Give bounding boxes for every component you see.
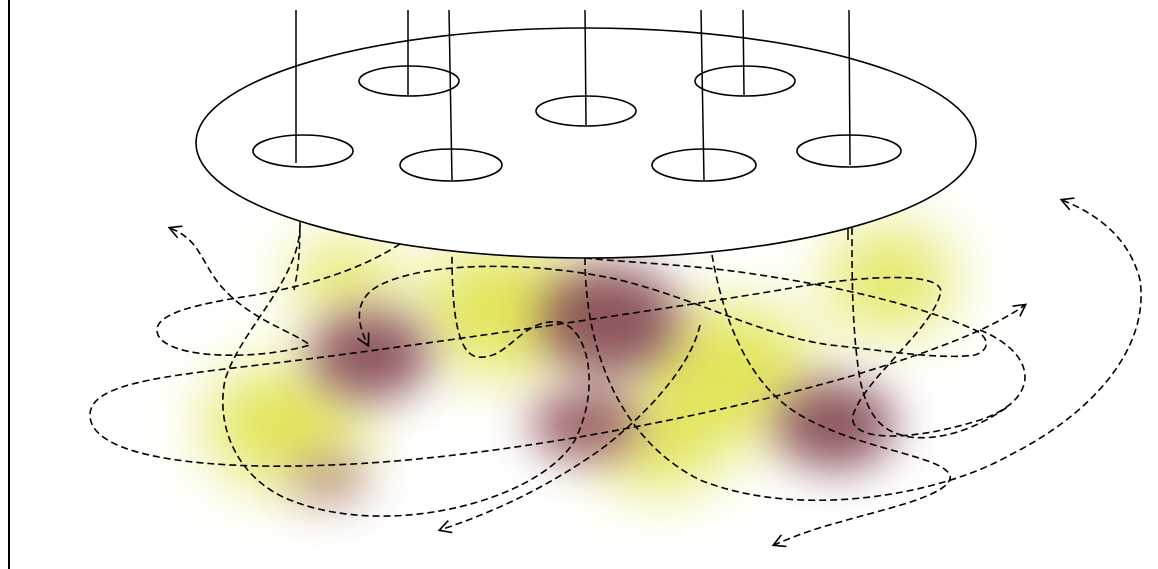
flow-path-lower-right <box>711 254 951 548</box>
flow-path-central-loop <box>222 224 590 517</box>
flow-paths <box>89 197 1142 548</box>
hole-1 <box>358 65 460 97</box>
yellow-blob-center-right <box>635 305 815 445</box>
rod-5 <box>700 9 705 181</box>
yellow-blob-left <box>205 365 365 485</box>
hole-3 <box>694 65 796 97</box>
maroon-blob-bottom-left <box>290 455 370 505</box>
rods <box>295 9 851 181</box>
maroon-blob-right <box>775 380 895 470</box>
flow-path-right-hook <box>851 227 1011 439</box>
maroon-blob-center <box>540 265 680 375</box>
rod-7 <box>848 9 851 166</box>
rod-4 <box>584 9 587 126</box>
flow-path-upper-right-loop <box>356 257 988 358</box>
flow-path-upper-left <box>156 225 401 357</box>
flow-path-right-ascending <box>584 197 1142 502</box>
concentration-blobs <box>205 225 955 505</box>
yellow-blob-upper-left <box>290 240 400 320</box>
maroon-blob-left <box>310 310 430 400</box>
rod-3 <box>448 9 453 181</box>
hole-7 <box>796 134 902 168</box>
maroon-blob-lower <box>530 390 640 460</box>
rod-6 <box>742 9 745 96</box>
flow-path-lower-center <box>437 324 701 534</box>
yellow-blob-right <box>825 225 955 335</box>
flow-path-wide-loop <box>89 276 1028 467</box>
hole-4 <box>252 134 354 168</box>
